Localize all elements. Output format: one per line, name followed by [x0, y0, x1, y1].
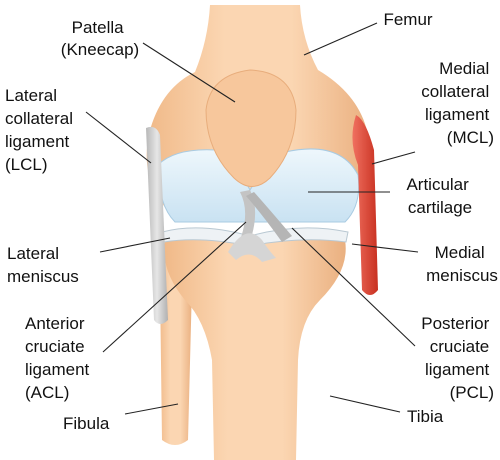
pcl-leader [291, 227, 416, 347]
leader-lines [85, 22, 419, 415]
mcl-label: Medial collateral ligament (MCL) [421, 59, 494, 147]
femur-leader [303, 22, 378, 56]
mcl [352, 115, 378, 295]
patella-bone [205, 69, 297, 187]
pcl [246, 192, 292, 242]
patella-leader [142, 42, 236, 103]
fibula-label: Fibula [63, 414, 110, 433]
lcl-leader [85, 111, 152, 164]
tibia-label: Tibia [407, 407, 444, 426]
pcl-label: Posterior cruciate ligament (PCL) [421, 314, 494, 402]
medial-meniscus-label: Medial meniscus [426, 243, 498, 285]
lateral-meniscus-label: Lateral meniscus [7, 244, 79, 286]
mcl-leader [371, 151, 416, 165]
medial-meniscus-leader [351, 243, 419, 253]
lcl-label: Lateral collateral ligament (LCL) [5, 86, 78, 174]
acl-label: Anterior cruciate ligament (ACL) [25, 314, 94, 402]
fibula-leader [124, 403, 179, 415]
tibia-bone [164, 240, 346, 460]
lateral-meniscus-leader [99, 237, 171, 253]
acl-leader [102, 221, 247, 353]
lcl [146, 126, 168, 324]
tibia-leader [329, 395, 401, 413]
patella-label: Patella (Kneecap) [61, 18, 139, 59]
articular-cartilage-label: Articular cartilage [406, 175, 473, 217]
cruciate-strands [228, 233, 276, 262]
femur-label: Femur [383, 10, 432, 29]
